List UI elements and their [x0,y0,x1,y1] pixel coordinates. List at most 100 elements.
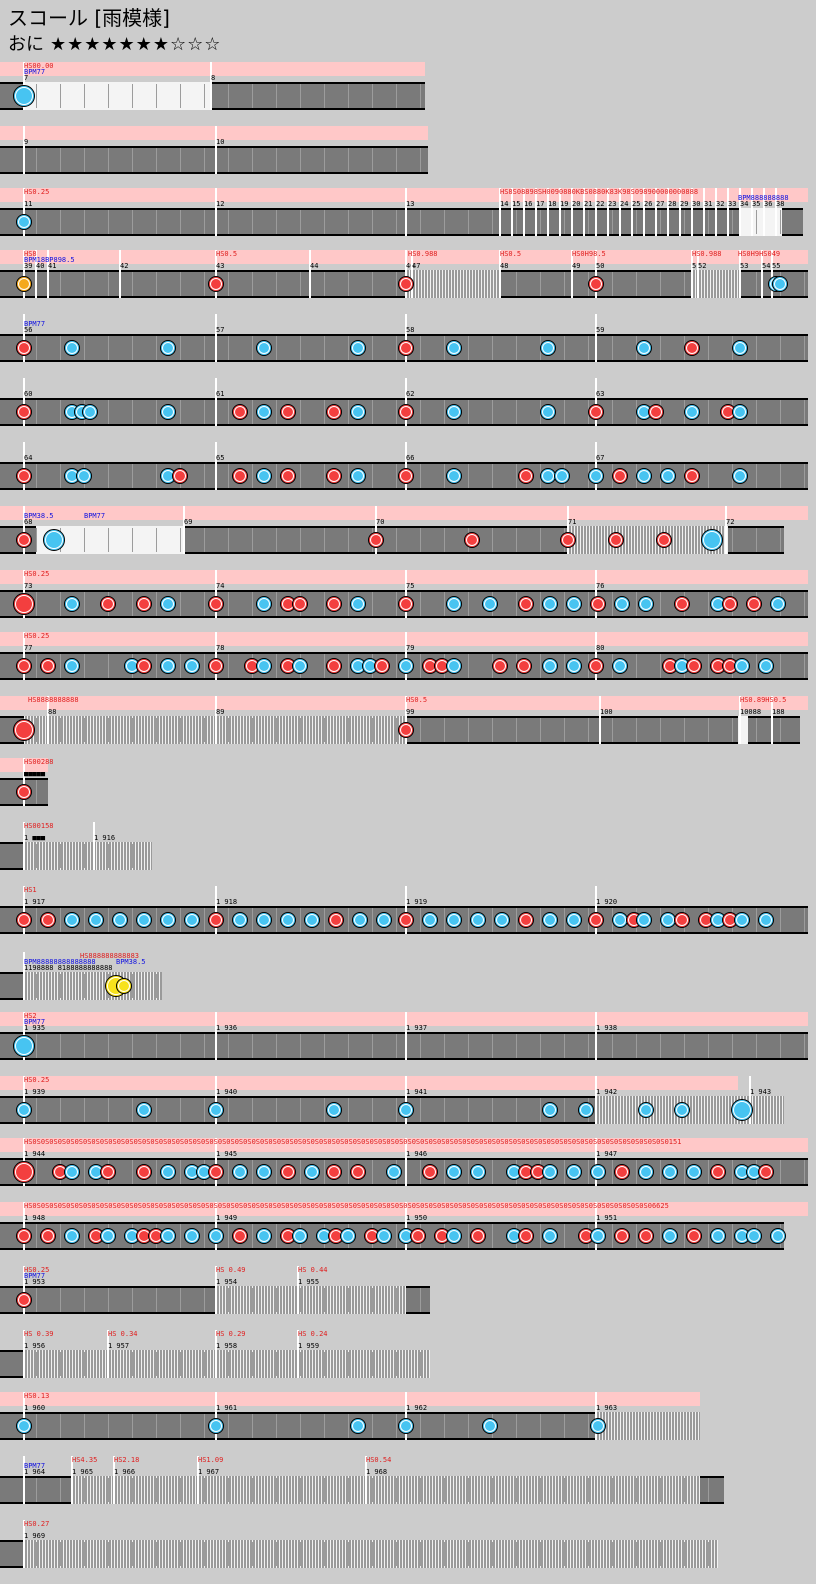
bpm-label: BPM38.5 [116,958,146,966]
measure-number: 43 [216,262,225,270]
beat-line [84,718,85,742]
beat-line [108,1034,109,1058]
beat-line [468,1034,469,1058]
beat-line [300,1352,301,1376]
beat-line [732,1224,733,1248]
note-lane [0,1412,700,1440]
don-note [648,404,664,420]
measure-line [595,1202,597,1250]
beat-line [612,272,613,296]
ka-note [770,1228,786,1244]
beat-line [804,908,805,932]
ka-note [422,912,438,928]
beat-line [588,718,589,742]
beat-line [612,1098,613,1122]
beat-line [492,1478,493,1502]
ka-note [636,912,652,928]
measure-number: 1 949 [216,1214,238,1222]
bpm-label: BPM18BP898.5 [24,256,75,264]
ka-note [386,1164,402,1180]
beat-line [396,400,397,424]
measure-number: 1 956 [24,1342,46,1350]
beat-line [348,654,349,678]
beat-line [372,592,373,616]
course-line: おに★★★★★★★☆☆☆ [8,32,221,58]
measure-line [215,696,217,744]
beat-line [444,336,445,360]
beat-line [156,1478,157,1502]
beat-line [36,336,37,360]
measure-number: 188 [772,708,785,716]
don-note [518,596,534,612]
measure-number: 89 [216,708,225,716]
beat-line [660,1098,661,1122]
measure-number: 79 [406,644,415,652]
beat-line [108,654,109,678]
ka-note [446,404,462,420]
beat-line [636,654,637,678]
beat-line [108,1478,109,1502]
beat-line [444,464,445,488]
beat-line [564,1160,565,1184]
beat-line [276,1224,277,1248]
beat-line [396,336,397,360]
bpm-label: BPM77 [84,512,106,520]
measure-line [405,1138,407,1186]
ka-note [350,404,366,420]
measure-line [697,250,699,298]
beat-line [708,718,709,742]
measure-line [595,250,597,298]
measure-line [215,314,217,362]
beat-line [300,336,301,360]
beat-line [540,1224,541,1248]
beat-line [492,1098,493,1122]
beat-line [180,528,181,552]
measure-number: 33 [728,200,737,208]
measure-line [749,1076,751,1124]
beat-line [324,1288,325,1312]
ka-note [256,912,272,928]
scroll-speed-label: HS0.27 [24,1520,50,1528]
ka-note [566,596,582,612]
beat-line [804,1160,805,1184]
beat-line [756,464,757,488]
beat-line [804,654,805,678]
don-note [518,912,534,928]
don-note [100,596,116,612]
beat-line [276,528,277,552]
beat-line [204,528,205,552]
beat-line [420,400,421,424]
ka-note [160,912,176,928]
beat-line [660,1542,661,1566]
ka-note [184,1228,200,1244]
measure-line [571,188,573,236]
measure-line [739,696,741,744]
measure-line [23,822,25,870]
measure-number: 41 [48,262,57,270]
don-note [16,1292,32,1308]
beat-line [276,1034,277,1058]
beat-line [204,336,205,360]
beat-line [180,1098,181,1122]
beat-line [492,210,493,234]
beat-line [228,1224,229,1248]
beat-line [756,1034,757,1058]
ka-note [578,1102,594,1118]
scroll-speed-band [0,506,808,520]
measure-line [547,188,549,236]
beat-line [84,336,85,360]
ka-note [16,214,32,230]
ka-note [160,404,176,420]
don-note [674,596,690,612]
measure-line [23,188,25,236]
beat-line [348,1352,349,1376]
beat-line [372,210,373,234]
beat-line [420,336,421,360]
measure-number: 1 936 [216,1024,238,1032]
beat-line [84,84,85,108]
measure-number: 74 [216,582,225,590]
beat-line [204,592,205,616]
don-note [280,404,296,420]
